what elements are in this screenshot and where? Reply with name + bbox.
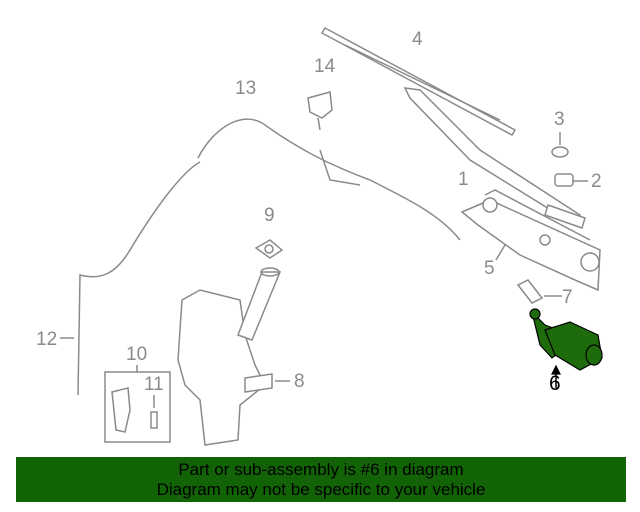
callout-14: 14: [314, 56, 336, 77]
reservoir-cap: [254, 239, 284, 259]
wiper-arm: [403, 87, 586, 229]
wiper-linkage: [460, 189, 601, 292]
nut: [554, 173, 588, 187]
cap: [551, 146, 569, 158]
banner-part-note: Part or sub-assembly is #6 in diagram: [178, 460, 464, 479]
callout-9: 9: [264, 205, 275, 226]
callout-7: 7: [562, 287, 573, 308]
notice-banner: Part or sub-assembly is #6 in diagram Di…: [16, 457, 626, 502]
callout-2: 2: [591, 171, 602, 192]
callout-10: 10: [126, 344, 148, 365]
banner-disclaimer: Diagram may not be specific to your vehi…: [156, 480, 486, 499]
callout-3: 3: [554, 109, 565, 130]
wiper-blade: [320, 27, 517, 136]
callout-6: 6: [549, 372, 561, 395]
wiper-motor: [529, 308, 603, 388]
washer-reservoir: [177, 267, 290, 446]
callout-11: 11: [144, 374, 164, 395]
callout-12: 12: [36, 329, 58, 350]
bracket: [516, 279, 562, 304]
washer-hose: [60, 118, 461, 396]
callout-4: 4: [412, 29, 423, 50]
callout-8: 8: [294, 371, 305, 392]
hose-connector: [307, 91, 333, 131]
callout-13: 13: [235, 78, 257, 99]
callout-1: 1: [458, 169, 469, 190]
callout-5: 5: [484, 258, 495, 279]
washer-pump-box: [104, 365, 171, 443]
